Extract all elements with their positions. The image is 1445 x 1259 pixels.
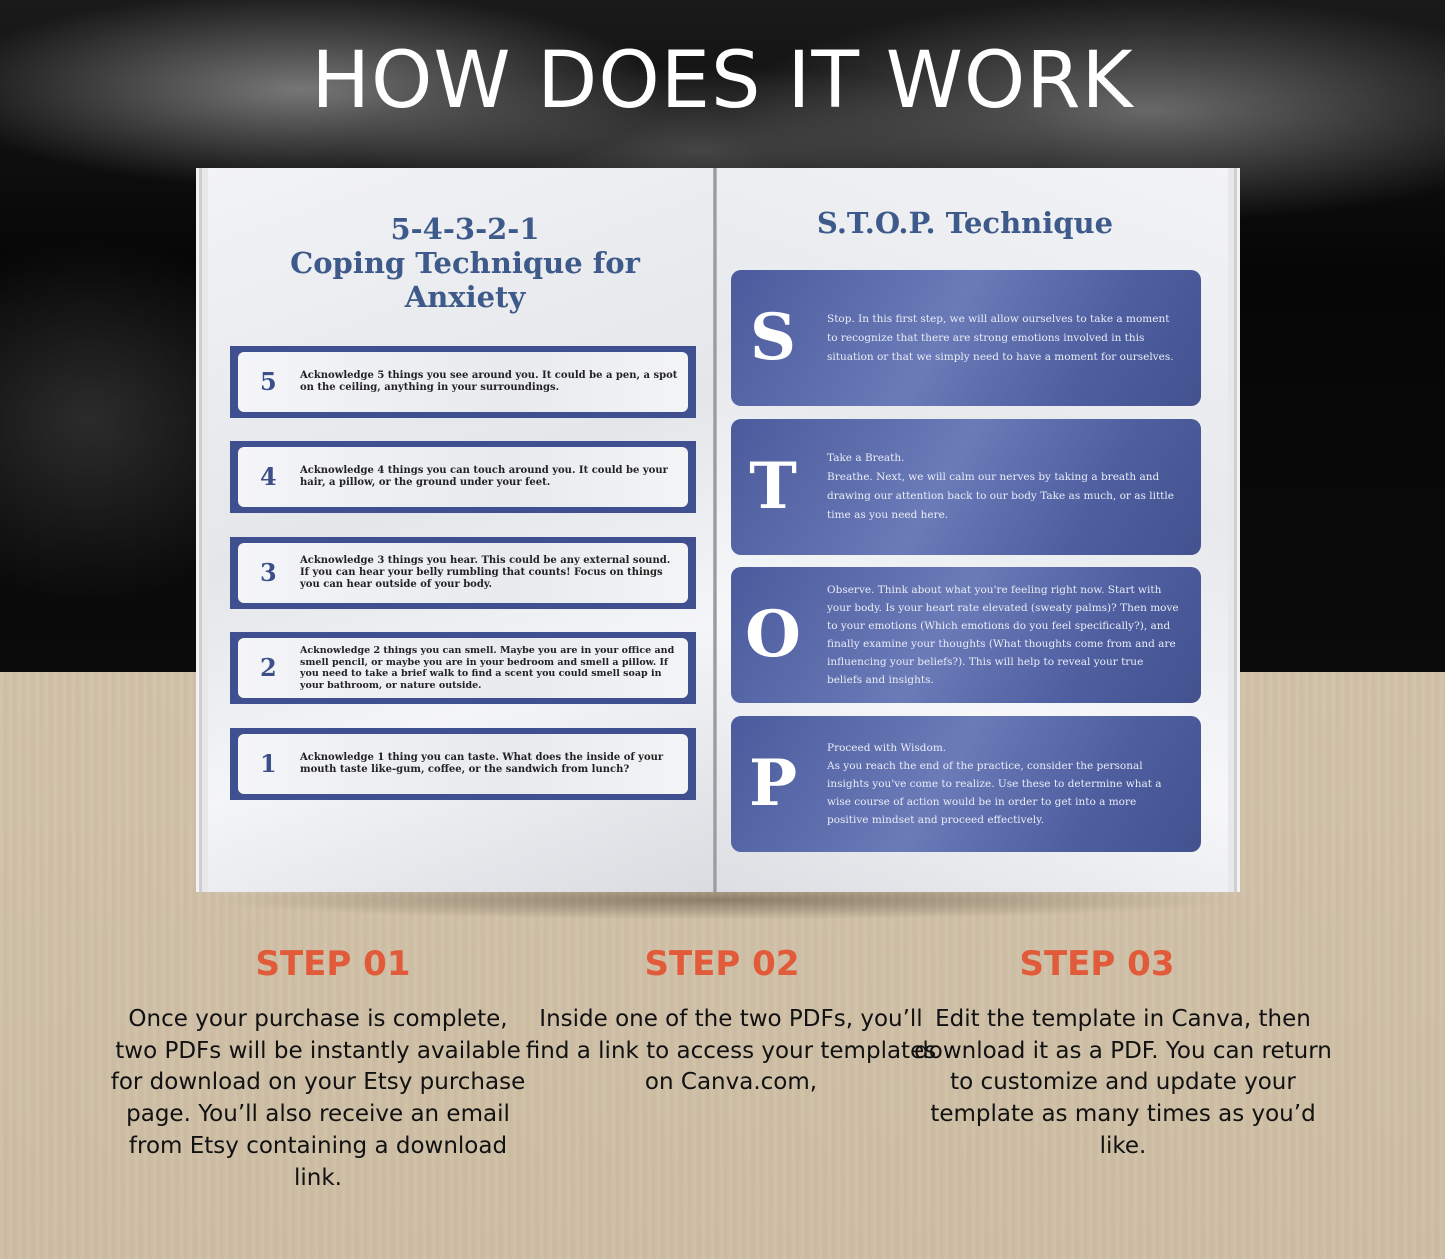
step-01-heading: STEP 01 xyxy=(255,944,411,984)
stop-card-body: Observe. Think about what you're feeling… xyxy=(827,584,1179,686)
stop-card-text: Proceed with Wisdom. As you reach the en… xyxy=(827,716,1181,852)
stop-letter: T xyxy=(749,449,797,524)
stop-technique-title: S.T.O.P. Technique xyxy=(816,206,1114,240)
stop-letter: S xyxy=(749,300,797,375)
coping-step-3: 3 Acknowledge 3 things you hear. This co… xyxy=(230,537,696,609)
stop-letter: P xyxy=(748,746,798,821)
step-03-body: Edit the template in Canva, then downloa… xyxy=(914,1006,1332,1159)
coping-step-4: 4 Acknowledge 4 things you can touch aro… xyxy=(230,441,696,513)
coping-step-inner: 3 Acknowledge 3 things you hear. This co… xyxy=(238,543,688,603)
coping-step-number: 4 xyxy=(260,462,277,491)
step-03-heading: STEP 03 xyxy=(1019,944,1175,984)
title-line-3: Anxiety xyxy=(404,280,526,314)
stop-card-t: T Take a Breath. Breathe. Next, we will … xyxy=(731,419,1201,555)
coping-step-number: 1 xyxy=(260,749,277,778)
stop-card-p: P Proceed with Wisdom. As you reach the … xyxy=(731,716,1201,852)
coping-step-text: Acknowledge 1 thing you can taste. What … xyxy=(300,752,664,775)
coping-step-text: Acknowledge 3 things you hear. This coul… xyxy=(300,555,671,590)
coping-technique-title: 5-4-3-2-1 Coping Technique for Anxiety xyxy=(250,212,680,314)
coping-step-inner: 5 Acknowledge 5 things you see around yo… xyxy=(238,352,688,412)
page-title: HOW DOES IT WORK xyxy=(311,36,1134,126)
stop-card-text: Take a Breath. Breathe. Next, we will ca… xyxy=(827,419,1181,555)
coping-step-number: 5 xyxy=(260,367,277,396)
book-spine xyxy=(713,168,717,892)
coping-step-number: 2 xyxy=(260,653,277,682)
stop-card-body: Breathe. Next, we will calm our nerves b… xyxy=(827,471,1174,521)
coping-step-text: Acknowledge 5 things you see around you.… xyxy=(300,370,678,393)
stop-card-text: Observe. Think about what you're feeling… xyxy=(827,567,1181,703)
stop-card-heading: Take a Breath. xyxy=(827,452,905,464)
coping-step-text: Acknowledge 2 things you can smell. Mayb… xyxy=(300,645,675,691)
stop-card-body: As you reach the end of the practice, co… xyxy=(827,760,1162,826)
title-line-1: 5-4-3-2-1 xyxy=(390,212,540,246)
coping-step-5: 5 Acknowledge 5 things you see around yo… xyxy=(230,346,696,418)
title-line-2: Coping Technique for xyxy=(290,246,640,280)
stop-card-text: Stop. In this first step, we will allow … xyxy=(827,270,1181,406)
stop-card-o: O Observe. Think about what you're feeli… xyxy=(731,567,1201,703)
coping-step-text: Acknowledge 4 things you can touch aroun… xyxy=(300,465,668,488)
stop-card-body: Stop. In this first step, we will allow … xyxy=(827,312,1174,363)
step-02-heading: STEP 02 xyxy=(644,944,800,984)
coping-step-inner: 1 Acknowledge 1 thing you can taste. Wha… xyxy=(238,734,688,794)
coping-step-inner: 2 Acknowledge 2 things you can smell. Ma… xyxy=(238,638,688,698)
stop-card-s: S Stop. In this first step, we will allo… xyxy=(731,270,1201,406)
coping-step-1: 1 Acknowledge 1 thing you can taste. Wha… xyxy=(230,728,696,800)
coping-step-number: 3 xyxy=(260,558,277,587)
coping-step-inner: 4 Acknowledge 4 things you can touch aro… xyxy=(238,447,688,507)
step-02-body: Inside one of the two PDFs, you’ll find … xyxy=(525,1006,937,1096)
stop-card-heading: Proceed with Wisdom. xyxy=(827,742,947,754)
stop-letter: O xyxy=(745,597,801,672)
coping-step-2: 2 Acknowledge 2 things you can smell. Ma… xyxy=(230,632,696,704)
step-01-body: Once your purchase is complete, two PDFs… xyxy=(110,1006,526,1191)
